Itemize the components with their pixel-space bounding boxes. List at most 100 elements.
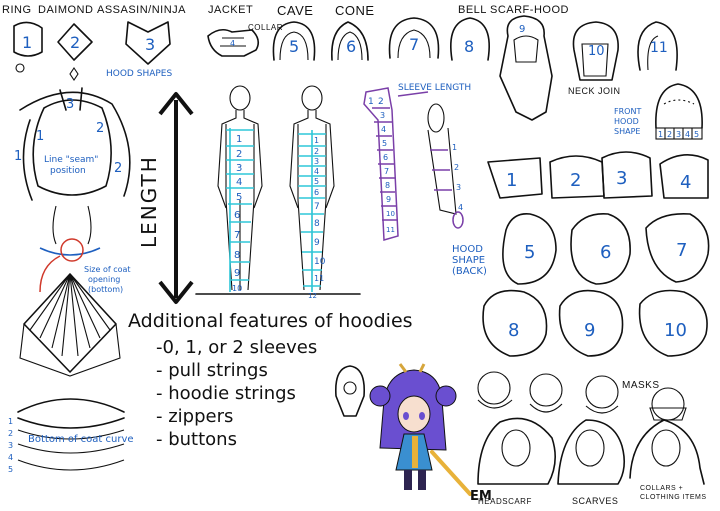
svg-text:1: 1 xyxy=(452,143,457,152)
coat-opening-label: Size of coat xyxy=(84,265,131,274)
scarves-label: SCARVES xyxy=(572,496,618,506)
coat-opening-fan xyxy=(19,273,121,377)
label-scarf: SCARF-HOOD xyxy=(490,4,569,16)
front-hood-shape: 1 2 3 4 5 FRONT HOOD SHAPE xyxy=(614,83,703,140)
svg-text:9: 9 xyxy=(519,24,525,35)
svg-text:10: 10 xyxy=(314,257,326,267)
svg-text:8: 8 xyxy=(464,37,474,56)
svg-text:1: 1 xyxy=(14,149,22,164)
svg-text:9: 9 xyxy=(386,195,391,204)
svg-text:4: 4 xyxy=(381,125,386,134)
hood-shape-assasin: 3 HOOD SHAPES xyxy=(106,21,172,79)
masks-section: MASKS HEADSCARF SCARVES COLLARS + CLOTHI… xyxy=(477,371,707,506)
svg-text:10: 10 xyxy=(588,44,605,59)
masks-label: MASKS xyxy=(622,380,660,391)
svg-text:12: 12 xyxy=(308,292,317,300)
svg-text:6: 6 xyxy=(314,188,319,197)
label-bell: BELL xyxy=(458,4,487,16)
svg-text:6: 6 xyxy=(234,210,240,221)
hood-shape-bell: 8 xyxy=(450,17,490,61)
svg-text:CLOTHING ITEMS: CLOTHING ITEMS xyxy=(640,494,707,501)
svg-text:6: 6 xyxy=(600,242,611,263)
coat-curve-diagram: 1 2 3 4 5 Bottom of coat curve xyxy=(8,398,134,474)
svg-text:3: 3 xyxy=(616,168,627,189)
svg-text:2: 2 xyxy=(314,147,319,156)
svg-text:2: 2 xyxy=(378,97,384,107)
svg-text:2: 2 xyxy=(8,429,13,438)
feature-item: - zippers xyxy=(156,406,234,427)
body-numbers-left: 1 2 3 4 5 6 7 8 9 10 xyxy=(232,134,242,293)
svg-text:8: 8 xyxy=(234,250,240,261)
svg-text:7: 7 xyxy=(314,202,320,212)
signature: EM xyxy=(470,489,492,504)
feature-item: -0, 1, or 2 sleeves xyxy=(156,337,318,358)
svg-text:6: 6 xyxy=(346,37,356,56)
svg-text:HOOD: HOOD xyxy=(614,117,639,126)
label-jacket: JACKET xyxy=(208,4,253,16)
small-hood-sketch xyxy=(334,365,366,417)
svg-text:2: 2 xyxy=(114,161,122,176)
svg-text:10: 10 xyxy=(386,210,395,218)
hood-back-label: HOOD xyxy=(452,244,483,255)
svg-text:SHAPE: SHAPE xyxy=(452,255,485,266)
feature-item: - pull strings xyxy=(156,360,268,381)
svg-text:3: 3 xyxy=(314,157,319,166)
svg-text:3: 3 xyxy=(456,183,461,192)
svg-text:1: 1 xyxy=(8,417,13,426)
svg-text:8: 8 xyxy=(508,320,519,341)
svg-text:1: 1 xyxy=(22,33,32,52)
body-numbers-right: 1 2 3 4 5 6 7 8 9 10 11 12 xyxy=(308,136,326,300)
svg-text:1: 1 xyxy=(314,136,319,145)
label-ring: RING xyxy=(2,4,32,16)
svg-text:4: 4 xyxy=(680,172,691,193)
label-collar: COLLAR xyxy=(248,23,283,32)
svg-text:1: 1 xyxy=(368,97,374,107)
svg-text:7: 7 xyxy=(384,167,389,176)
svg-text:2: 2 xyxy=(667,130,672,139)
svg-text:4: 4 xyxy=(314,167,319,176)
svg-text:11: 11 xyxy=(314,274,324,283)
svg-text:(bottom): (bottom) xyxy=(88,285,123,294)
svg-text:SHAPE: SHAPE xyxy=(614,127,640,136)
svg-text:1: 1 xyxy=(658,130,663,139)
svg-text:2: 2 xyxy=(570,170,581,191)
svg-text:10: 10 xyxy=(232,284,242,293)
body-figure-right xyxy=(289,85,335,292)
svg-text:11: 11 xyxy=(650,40,668,56)
svg-text:9: 9 xyxy=(314,238,320,248)
svg-text:3: 3 xyxy=(676,130,681,139)
svg-text:7: 7 xyxy=(234,230,240,241)
svg-text:5: 5 xyxy=(236,192,242,203)
svg-text:2: 2 xyxy=(454,163,459,172)
svg-text:3: 3 xyxy=(380,111,385,120)
body-figure-left xyxy=(217,85,263,292)
svg-text:9: 9 xyxy=(584,320,595,341)
svg-text:10: 10 xyxy=(664,320,687,341)
neck-join-label: NECK JOIN xyxy=(568,86,621,96)
hood-shape-11: 11 xyxy=(637,21,678,71)
svg-text:8: 8 xyxy=(314,219,320,229)
sleeve-right: 1 2 3 4 xyxy=(427,103,464,229)
svg-text:3: 3 xyxy=(8,441,13,450)
svg-text:FRONT: FRONT xyxy=(614,107,641,116)
hood-shapes-label: HOOD SHAPES xyxy=(106,69,172,79)
svg-text:opening: opening xyxy=(88,275,120,284)
feature-item: - buttons xyxy=(156,429,237,450)
headscarf-label: HEADSCARF xyxy=(478,497,532,506)
svg-text:3: 3 xyxy=(66,97,74,112)
label-daimond: DAIMOND xyxy=(38,4,93,16)
hood-shape-cone: 6 xyxy=(331,21,369,61)
svg-text:4: 4 xyxy=(458,203,463,212)
svg-text:8: 8 xyxy=(385,181,390,190)
svg-text:2: 2 xyxy=(236,149,242,160)
svg-text:4: 4 xyxy=(8,453,13,462)
hood-shape-daimond: 2 xyxy=(57,23,93,81)
hood-back-grid: 1 2 3 4 5 6 7 HOOD SHAPE (BACK) xyxy=(452,151,710,357)
svg-text:4: 4 xyxy=(230,39,235,48)
hood-shape-scarf: 9 xyxy=(499,15,553,121)
hood-shape-10: 10 NECK JOIN xyxy=(568,21,621,96)
label-assasin: ASSASIN/NINJA xyxy=(97,4,186,16)
svg-text:9: 9 xyxy=(234,268,240,279)
svg-text:3: 3 xyxy=(145,35,155,54)
svg-text:5: 5 xyxy=(314,177,319,186)
